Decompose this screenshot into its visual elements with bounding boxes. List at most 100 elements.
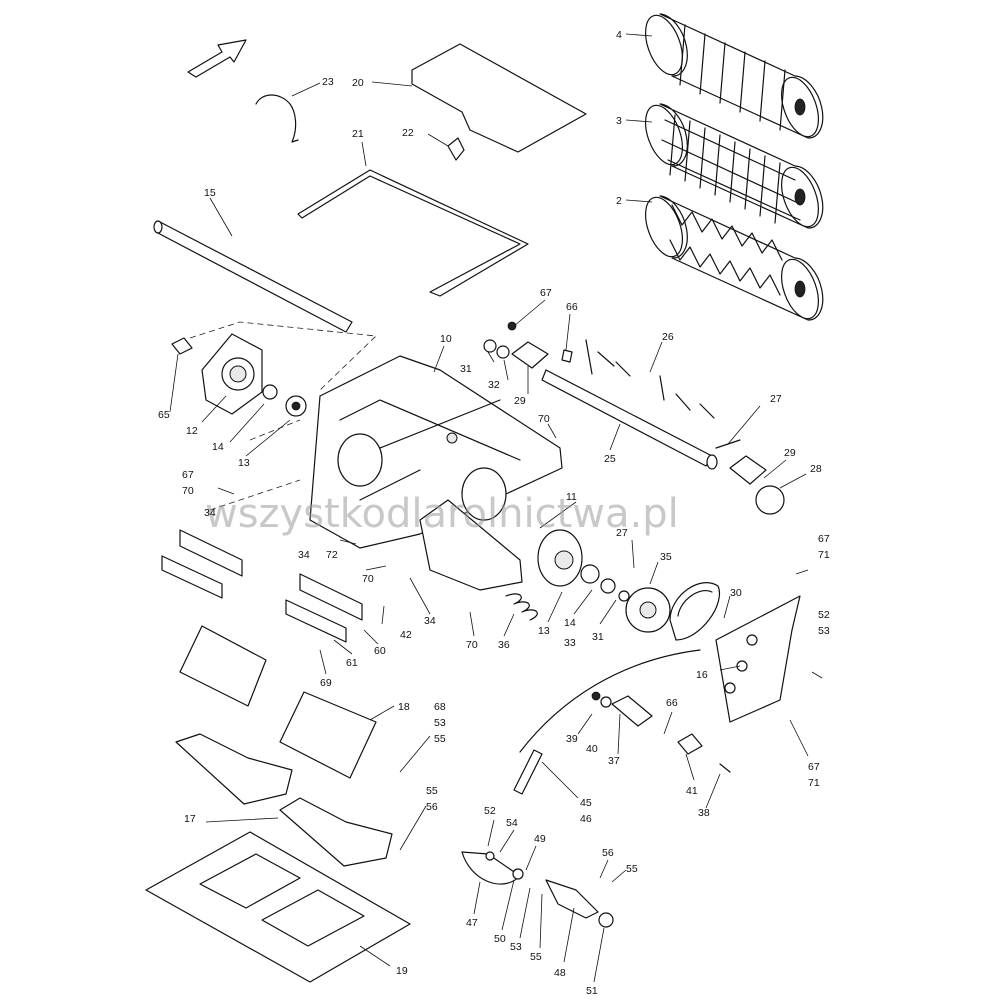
label-part-37: 37 bbox=[608, 755, 620, 767]
tensioner-part-41 bbox=[677, 733, 703, 755]
label-part-13: 13 bbox=[538, 625, 550, 637]
label-part-49: 49 bbox=[534, 833, 546, 845]
sprocket-part-28 bbox=[755, 485, 785, 515]
side-bracket-part-11 bbox=[419, 499, 523, 591]
label-part-29: 29 bbox=[514, 395, 526, 407]
bearing-flange-part-29 bbox=[511, 341, 549, 369]
guard-part-17-right bbox=[279, 797, 393, 867]
label-part-72: 72 bbox=[326, 549, 338, 561]
label-part-55: 55 bbox=[626, 863, 638, 875]
label-part-61: 61 bbox=[346, 657, 358, 669]
label-part-13: 13 bbox=[238, 457, 250, 469]
washer-part-40 bbox=[600, 696, 612, 708]
nut-part-39 bbox=[591, 691, 601, 701]
label-part-70: 70 bbox=[466, 639, 478, 651]
label-part-14: 14 bbox=[564, 617, 576, 629]
cover-plate-part-20 bbox=[411, 43, 587, 153]
label-part-67: 67 bbox=[540, 287, 552, 299]
label-part-27: 27 bbox=[770, 393, 782, 405]
label-part-14: 14 bbox=[212, 441, 224, 453]
label-part-67: 67 bbox=[182, 469, 194, 481]
label-part-67: 67 bbox=[808, 761, 820, 773]
frame-part-21 bbox=[297, 169, 529, 297]
roller-part-4 bbox=[645, 13, 824, 139]
label-part-11: 11 bbox=[566, 491, 577, 503]
label-part-34: 34 bbox=[424, 615, 436, 627]
clip-part-23 bbox=[255, 94, 299, 143]
bearing-part-14-right bbox=[580, 564, 600, 584]
label-part-50: 50 bbox=[494, 933, 506, 945]
label-part-51: 51 bbox=[586, 985, 598, 997]
label-part-66: 66 bbox=[666, 697, 678, 709]
label-part-52: 52 bbox=[484, 805, 496, 817]
label-part-70: 70 bbox=[538, 413, 550, 425]
label-part-12: 12 bbox=[186, 425, 198, 437]
label-part-47: 47 bbox=[466, 917, 478, 929]
label-part-34: 34 bbox=[204, 507, 216, 519]
nut-part-67-top bbox=[507, 321, 517, 331]
label-part-48: 48 bbox=[554, 967, 566, 979]
label-part-30: 30 bbox=[730, 587, 742, 599]
label-part-15: 15 bbox=[204, 187, 216, 199]
label-part-19: 19 bbox=[396, 965, 408, 977]
washer-part-54 bbox=[485, 851, 495, 861]
label-part-28: 28 bbox=[810, 463, 822, 475]
label-part-21: 21 bbox=[352, 128, 364, 140]
guard-part-17-left bbox=[175, 733, 293, 805]
label-part-70: 70 bbox=[362, 573, 374, 585]
label-part-42: 42 bbox=[400, 629, 412, 641]
label-part-40: 40 bbox=[586, 743, 598, 755]
label-part-2: 2 bbox=[616, 195, 622, 207]
nut-part-49 bbox=[512, 868, 524, 880]
direction-arrow-icon bbox=[187, 39, 247, 78]
washer-part-32 bbox=[496, 345, 510, 359]
shaft-part-15 bbox=[153, 220, 353, 333]
handle-part-48 bbox=[545, 879, 599, 919]
bolt-part-38 bbox=[719, 763, 731, 773]
roller-part-2 bbox=[645, 195, 824, 321]
label-part-32: 32 bbox=[488, 379, 500, 391]
label-part-68: 68 bbox=[434, 701, 446, 713]
label-part-67: 67 bbox=[818, 533, 830, 545]
label-part-41: 41 bbox=[686, 785, 698, 797]
base-plate-part-19 bbox=[145, 831, 411, 983]
chain-part-45 bbox=[513, 749, 543, 795]
label-part-69: 69 bbox=[320, 677, 332, 689]
label-part-31: 31 bbox=[460, 363, 472, 375]
scraper-blade-left-lower bbox=[161, 555, 223, 599]
label-part-54: 54 bbox=[506, 817, 518, 829]
part-labels: 4 3 2 23 20 21 22 15 67 66 10 31 32 29 2… bbox=[158, 29, 830, 997]
label-part-70: 70 bbox=[182, 485, 194, 497]
roller-part-3 bbox=[645, 103, 824, 229]
label-part-3: 3 bbox=[616, 115, 622, 127]
spring-part-36 bbox=[505, 593, 538, 621]
ring-part-33 bbox=[600, 578, 616, 594]
label-part-27: 27 bbox=[616, 527, 628, 539]
label-part-53: 53 bbox=[510, 941, 522, 953]
label-part-46: 46 bbox=[580, 813, 592, 825]
ring-part-31-top bbox=[483, 339, 497, 353]
gearbox-plate-part-16 bbox=[715, 595, 801, 723]
shaft-part-25 bbox=[541, 369, 718, 470]
label-part-71: 71 bbox=[808, 777, 820, 789]
label-part-35: 35 bbox=[660, 551, 672, 563]
label-part-26: 26 bbox=[662, 331, 674, 343]
ring-part-31-right bbox=[618, 590, 630, 602]
label-part-60: 60 bbox=[374, 645, 386, 657]
label-part-56: 56 bbox=[426, 801, 438, 813]
label-part-4: 4 bbox=[616, 29, 622, 41]
label-part-25: 25 bbox=[604, 453, 616, 465]
label-part-33: 33 bbox=[564, 637, 576, 649]
bearing-plate-part-12 bbox=[201, 333, 307, 417]
label-part-17: 17 bbox=[184, 813, 196, 825]
label-part-39: 39 bbox=[566, 733, 578, 745]
watermark: wszystkodlarolnictwa.pl bbox=[205, 491, 679, 537]
tensioner-part-37 bbox=[611, 695, 653, 727]
label-part-18: 18 bbox=[398, 701, 410, 713]
ring-part-51 bbox=[598, 912, 614, 928]
pins-part-26 bbox=[585, 339, 715, 419]
belt-part-30 bbox=[669, 582, 721, 641]
label-part-31: 31 bbox=[592, 631, 604, 643]
housing-part-10 bbox=[309, 355, 563, 549]
